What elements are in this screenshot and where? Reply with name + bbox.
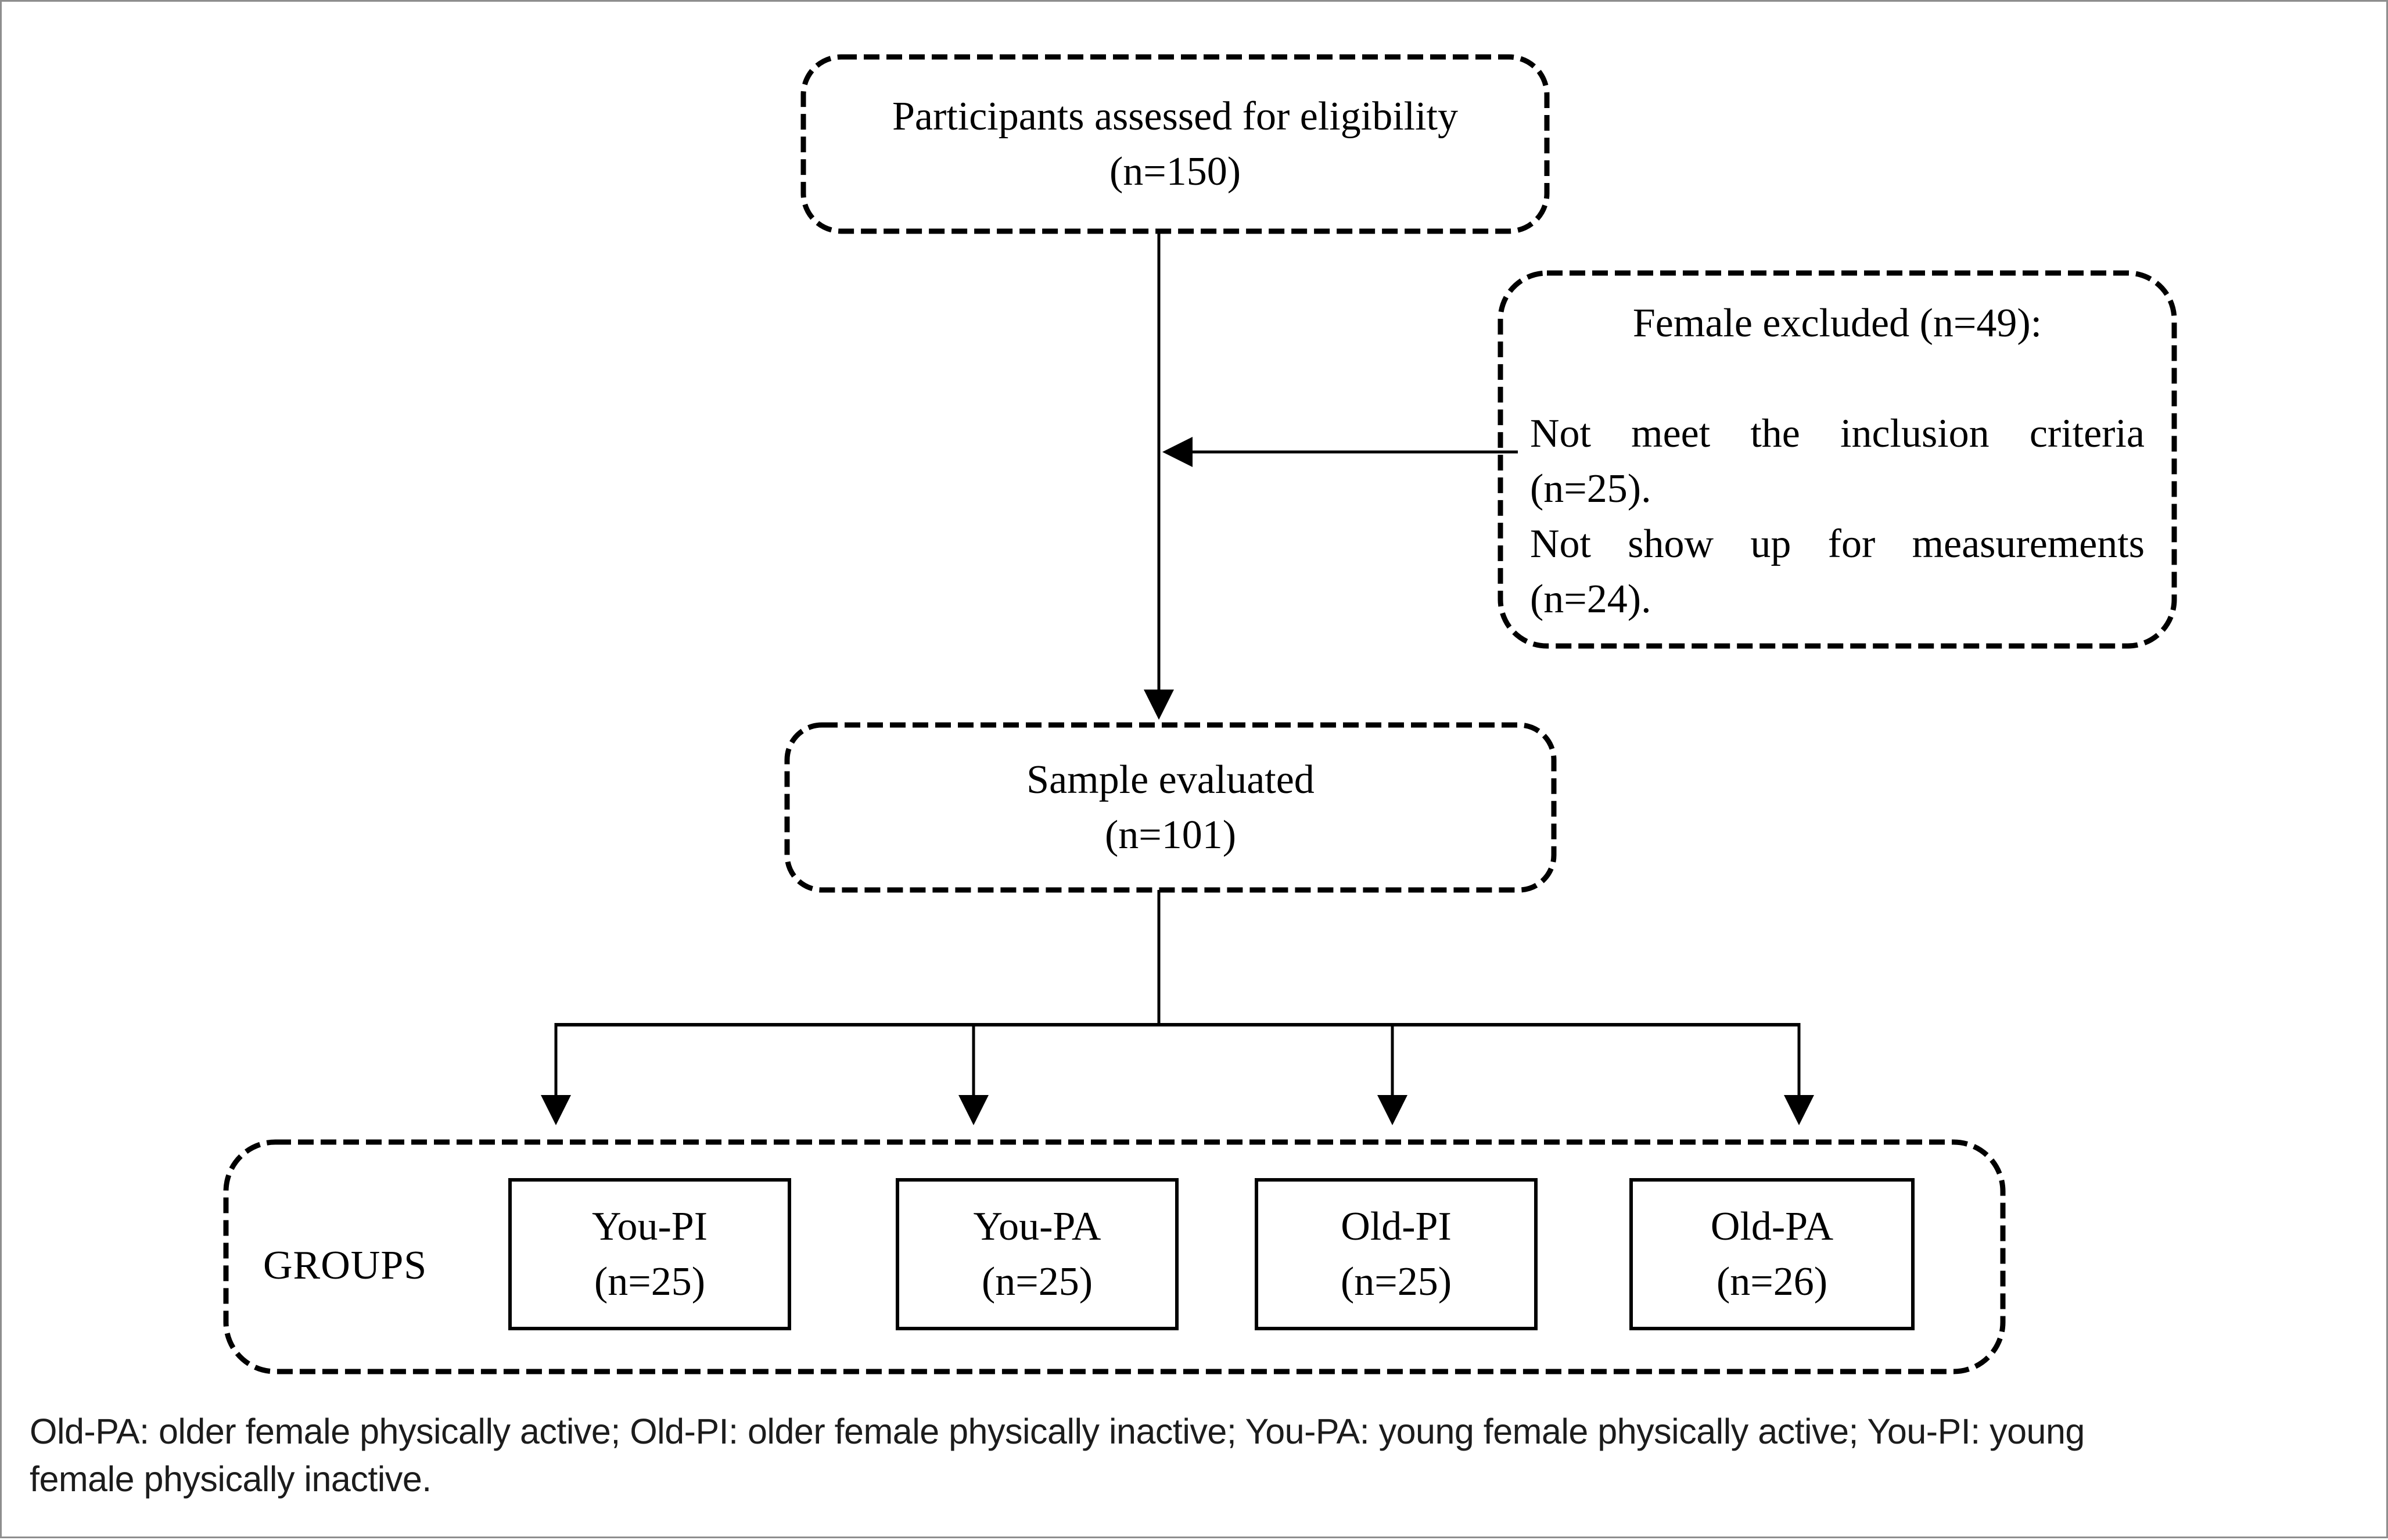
arrowhead-down-group-2: [958, 1095, 989, 1125]
arrowhead-down-group-4: [1784, 1095, 1814, 1125]
eligibility-box-outline: [800, 54, 1550, 234]
group-box-you-pa: [896, 1178, 1179, 1330]
sample-box: Sample evaluated (n=101): [787, 725, 1554, 890]
sample-box-outline: [784, 722, 1557, 893]
group-you-pa-n: (n=25): [981, 1259, 1093, 1304]
excluded-spacer: [1530, 351, 2145, 406]
figure-caption: Old-PA: older female physically active; …: [30, 1408, 2085, 1503]
group-old-pa-name: Old-PA: [1710, 1204, 1834, 1249]
group-box-you-pi: [508, 1178, 791, 1330]
group-you-pa-name: You-PA: [973, 1204, 1101, 1249]
excluded-item-2: Not show up for measurements (n=24).: [1530, 522, 2145, 622]
group-you-pa: You-PA (n=25): [897, 1180, 1177, 1329]
sample-line2: (n=101): [1104, 813, 1237, 857]
excluded-title: Female excluded (n=49):: [1632, 301, 2042, 346]
eligibility-box: Participants assessed for eligibility (n…: [803, 57, 1547, 231]
arrowhead-down-to-sample: [1144, 690, 1174, 720]
arrowhead-down-group-1: [541, 1095, 571, 1125]
group-box-old-pi: [1255, 1178, 1538, 1330]
caption-line1: Old-PA: older female physically active; …: [30, 1412, 2085, 1451]
excluded-box: Female excluded (n=49): Not meet the inc…: [1506, 278, 2169, 641]
group-old-pi-name: Old-PI: [1341, 1204, 1452, 1249]
group-you-pi: You-PI (n=25): [510, 1180, 789, 1329]
group-old-pi: Old-PI (n=25): [1256, 1180, 1536, 1329]
group-box-old-pa: [1629, 1178, 1915, 1330]
group-old-pa: Old-PA (n=26): [1631, 1180, 1913, 1329]
excluded-item-1: Not meet the inclusion criteria (n=25).: [1530, 411, 2145, 511]
caption-line2: female physically inactive.: [30, 1459, 432, 1499]
eligibility-line2: (n=150): [1109, 149, 1241, 194]
groups-label: GROUPS: [263, 1243, 428, 1288]
excluded-box-outline: [1498, 270, 2177, 649]
group-you-pi-name: You-PI: [591, 1204, 708, 1249]
group-old-pi-n: (n=25): [1340, 1259, 1452, 1304]
arrowhead-down-group-3: [1377, 1095, 1407, 1125]
arrowhead-left-to-stem: [1162, 437, 1193, 467]
eligibility-line1: Participants assessed for eligibility: [892, 94, 1458, 139]
group-old-pa-n: (n=26): [1716, 1259, 1828, 1304]
group-you-pi-n: (n=25): [594, 1259, 706, 1304]
sample-line1: Sample evaluated: [1026, 758, 1315, 802]
